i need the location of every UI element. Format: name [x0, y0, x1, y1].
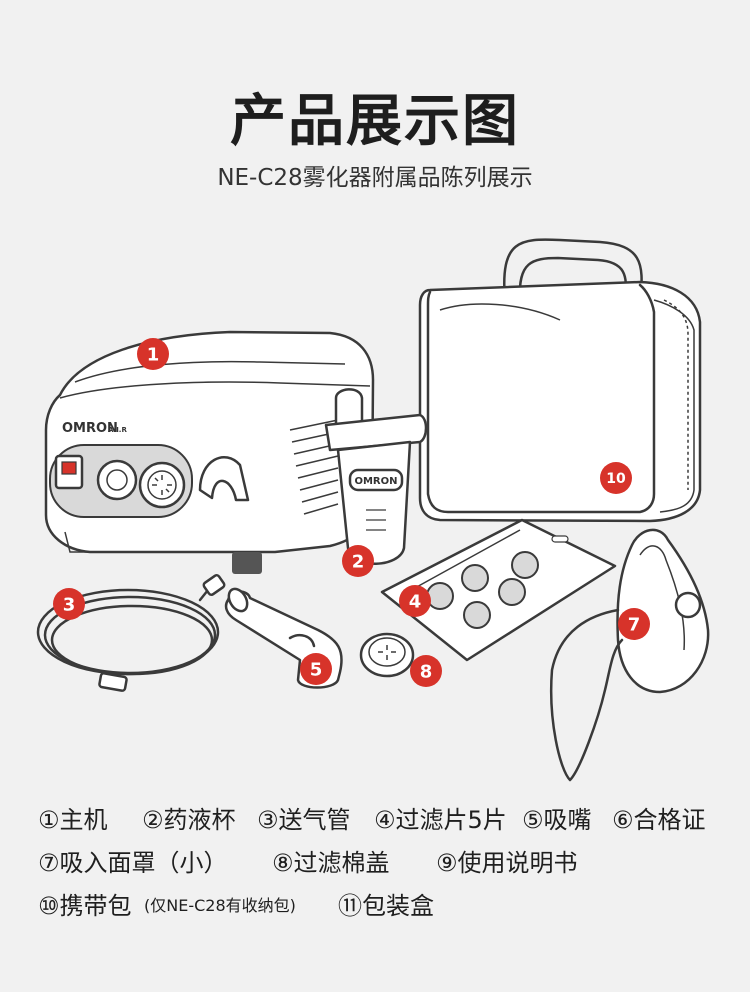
svg-text:7: 7	[628, 615, 641, 636]
mask-illustration	[550, 528, 710, 782]
badge-10: 10	[600, 462, 632, 494]
cup-logo: OMRON	[354, 476, 397, 487]
badge-2: 2	[342, 545, 374, 577]
legend-item: ⑤吸嘴	[522, 806, 592, 834]
svg-text:10: 10	[606, 471, 626, 487]
badge-3: 3	[53, 588, 85, 620]
medicine-cup-illustration: OMRON	[324, 388, 428, 565]
main-unit-illustration: OMRON A.I.R	[44, 330, 375, 574]
legend-note: (仅NE-C28有收纳包)	[144, 896, 296, 915]
legend-item: ⑧过滤棉盖	[272, 849, 390, 877]
device-sublabel: A.I.R	[108, 426, 127, 434]
svg-text:1: 1	[147, 345, 160, 366]
svg-text:3: 3	[63, 595, 76, 616]
legend-item: ①主机	[38, 806, 108, 834]
badge-5: 5	[300, 653, 332, 685]
badge-7: 7	[618, 608, 650, 640]
page-title: 产品展示图	[230, 89, 520, 154]
legend-item: ⑦吸入面罩（小）	[38, 849, 228, 877]
air-tube-illustration	[36, 574, 226, 692]
svg-text:5: 5	[310, 660, 323, 681]
filters-illustration	[380, 518, 617, 662]
page-subtitle: NE-C28雾化器附属品陈列展示	[217, 165, 533, 191]
legend-item: ④过滤片5片	[374, 806, 507, 834]
filter-cover-illustration	[359, 632, 415, 678]
carry-bag-illustration	[418, 238, 702, 523]
legend-item: ⑥合格证	[612, 806, 706, 834]
legend-item: ③送气管	[257, 806, 351, 834]
badge-8: 8	[410, 655, 442, 687]
svg-text:8: 8	[420, 662, 433, 683]
legend-item: ⑪包装盒	[338, 892, 434, 920]
legend-item: ⑨使用说明书	[436, 849, 578, 877]
legend-item: ⑩携带包	[38, 892, 132, 920]
badge-4: 4	[399, 585, 431, 617]
svg-text:2: 2	[352, 552, 365, 573]
badge-1: 1	[137, 338, 169, 370]
svg-text:4: 4	[409, 592, 422, 613]
device-logo: OMRON	[62, 421, 118, 436]
legend-item: ②药液杯	[142, 806, 236, 834]
